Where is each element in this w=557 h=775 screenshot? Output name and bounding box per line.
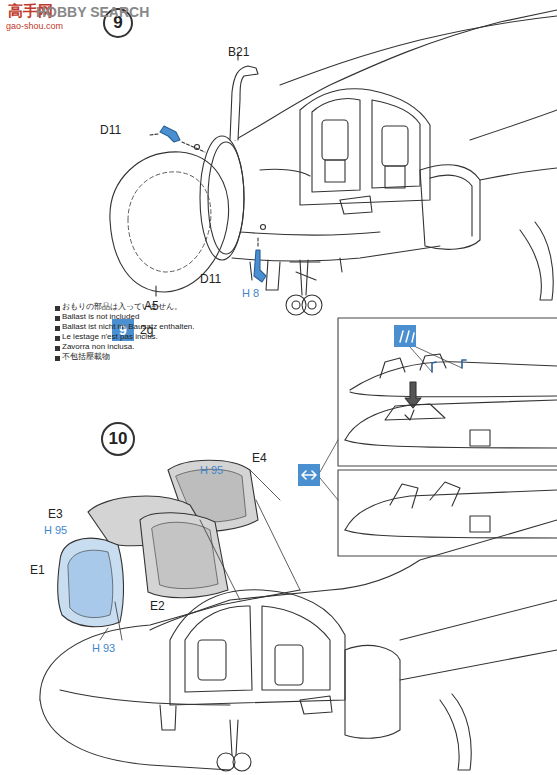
ballast-note: おもりの部品は入っていません。 — [62, 303, 182, 312]
inset-panel — [298, 318, 557, 556]
note-bullet — [55, 306, 60, 311]
ballast-note: 不包括壓載物 — [62, 353, 110, 362]
canopy-parts — [58, 460, 300, 640]
part-number: E2 — [150, 600, 165, 613]
parts-d11 — [150, 126, 266, 282]
step9-fuselage — [200, 10, 557, 315]
part-number: D11 — [100, 124, 121, 137]
paint-code: H 95 — [44, 524, 67, 536]
probe-b21 — [230, 52, 258, 140]
part-number: E1 — [30, 564, 45, 577]
step10-fuselage — [40, 520, 557, 771]
part-number: B21 — [228, 46, 249, 59]
watermark: gao-shou.com — [6, 22, 63, 32]
part-number: E3 — [48, 508, 63, 521]
paint-code: H 95 — [200, 464, 223, 476]
part-number: E4 — [252, 452, 267, 465]
note-bullet — [55, 326, 60, 331]
step-number: 10 — [101, 422, 135, 456]
paint-code: H 93 — [92, 642, 115, 654]
ballast-note: Le lestage n'est pas inclus. — [62, 333, 158, 342]
ballast-note: Ballast is not included — [62, 313, 139, 322]
note-bullet — [55, 346, 60, 351]
note-bullet — [55, 356, 60, 361]
part-number: D11 — [200, 273, 221, 286]
step-label: 10 — [109, 429, 128, 449]
note-bullet — [55, 316, 60, 321]
watermark: HOBBY SEARCH — [36, 5, 149, 20]
ballast-note: Zavorra non inclusa. — [62, 343, 134, 352]
radome-a5 — [110, 152, 229, 296]
paint-code: H 8 — [242, 287, 259, 299]
ballast-note: Ballast ist nicht im Bausatz enthalten. — [62, 323, 195, 332]
note-bullet — [55, 336, 60, 341]
